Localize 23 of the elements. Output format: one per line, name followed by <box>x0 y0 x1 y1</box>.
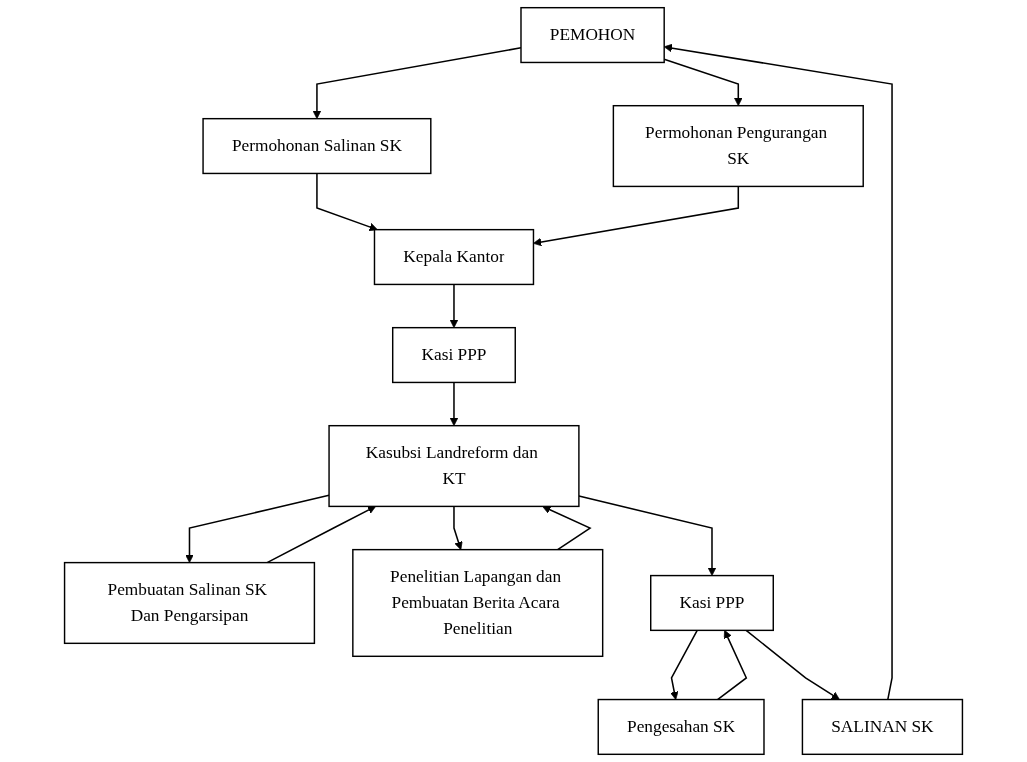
arrow <box>533 185 740 247</box>
node-box: PEMOHON <box>520 6 665 64</box>
node-box: Permohonan Salinan SK <box>202 117 432 175</box>
arrow <box>542 505 592 551</box>
arrow <box>670 629 698 700</box>
arrow <box>745 629 840 700</box>
arrow <box>449 283 459 329</box>
node-box: SALINAN SK <box>801 698 964 756</box>
node-box: Pengesahan SK <box>597 698 765 756</box>
arrow <box>266 506 376 564</box>
node-box: Pembuatan Salinan SK Dan Pengarsipan <box>63 561 316 645</box>
node-box: Kepala Kantor <box>373 228 535 286</box>
arrow <box>453 505 463 550</box>
node-box: Kasi PPP <box>650 574 774 632</box>
node-box: Kasubsi Landreform dan KT <box>328 424 580 508</box>
node-box: Kasi PPP <box>391 326 516 384</box>
arrow <box>185 494 330 563</box>
arrow <box>578 495 717 576</box>
node-box: Permohonan Pengurangan SK <box>612 105 864 188</box>
node-box: Penelitian Lapangan dan Pembuatan Berita Acara Penelitian <box>352 548 604 657</box>
arrow <box>316 172 378 232</box>
arrow <box>449 381 459 427</box>
arrow <box>716 629 748 701</box>
